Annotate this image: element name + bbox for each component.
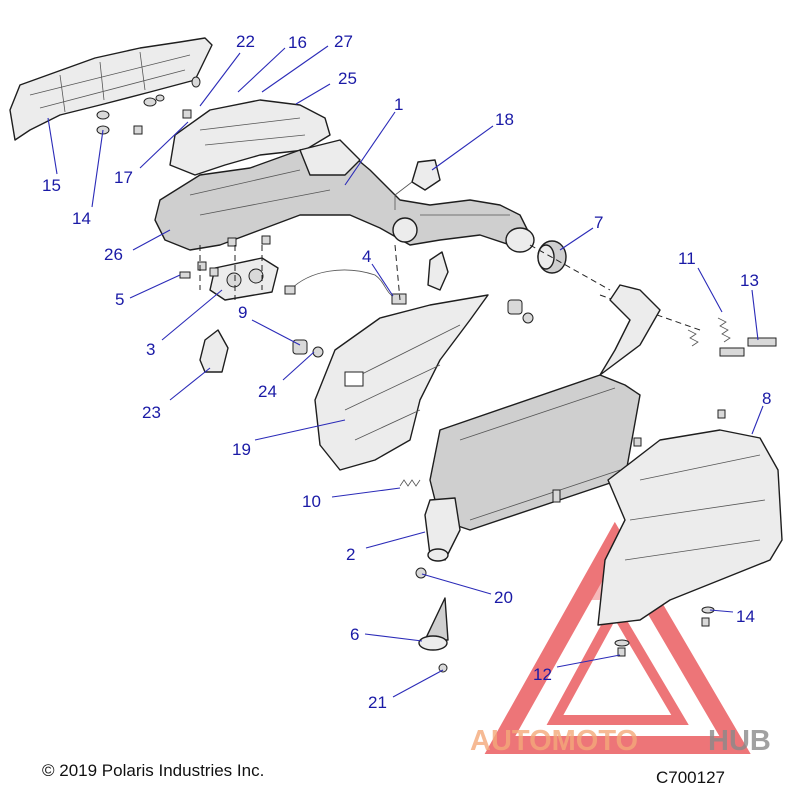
bolt-12 [614, 639, 630, 657]
callout-13: 13 [740, 271, 759, 290]
screw-21 [438, 663, 448, 673]
hardware-8 [552, 409, 726, 503]
callout-14-upper: 14 [72, 209, 91, 228]
callout-3: 3 [146, 340, 155, 359]
callout-6: 6 [350, 625, 359, 644]
clamp-upper [427, 251, 449, 291]
muffler-2 [424, 284, 661, 562]
callout-numbers: 22 16 27 25 1 18 15 17 14 26 7 11 13 4 5… [42, 32, 771, 712]
callout-17: 17 [114, 168, 133, 187]
studs-5 [133, 109, 271, 279]
callout-12: 12 [533, 665, 552, 684]
callout-9: 9 [238, 303, 247, 322]
oxygen-sensor-4 [284, 269, 407, 305]
exhaust-header-1 [154, 139, 535, 253]
washer-14b [701, 606, 715, 627]
gasket-3 [209, 257, 279, 301]
clamp-23 [199, 329, 229, 373]
callout-16: 16 [288, 33, 307, 52]
callout-7: 7 [594, 213, 603, 232]
heat-shield-19 [314, 294, 489, 471]
callout-4: 4 [362, 247, 371, 266]
callout-11: 11 [678, 249, 696, 268]
spring-10 [399, 479, 421, 487]
callout-10: 10 [302, 492, 321, 511]
spark-arrestor-6 [418, 597, 449, 651]
callout-8: 8 [762, 389, 771, 408]
watermark-text-automoto: AUTOMOTO [470, 725, 638, 757]
leader-lines [47, 45, 764, 698]
callout-14-lower: 14 [736, 607, 755, 626]
callout-5: 5 [115, 290, 124, 309]
heat-shield-8 [597, 429, 783, 626]
callout-23: 23 [142, 403, 161, 422]
callout-18: 18 [495, 110, 514, 129]
callout-22: 22 [236, 32, 255, 51]
callout-21: 21 [368, 693, 387, 712]
bracket-18 [394, 159, 441, 210]
callout-19: 19 [232, 440, 251, 459]
manifold-shield-25 [169, 99, 331, 176]
watermark-text-hub: HUB [708, 725, 771, 757]
bolts-13 [719, 337, 777, 357]
callout-1: 1 [394, 95, 403, 114]
callout-2: 2 [346, 545, 355, 564]
callout-24: 24 [258, 382, 277, 401]
hardware-washers-14 [96, 76, 201, 135]
watermark-wordmark: AUTOMOTO HUB [470, 725, 771, 757]
figure-code: C700127 [656, 768, 726, 787]
callout-26: 26 [104, 245, 123, 264]
callout-20: 20 [494, 588, 513, 607]
nut-20 [415, 567, 427, 579]
copyright-notice: © 2019 Polaris Industries Inc. [42, 761, 265, 780]
callout-25: 25 [338, 69, 357, 88]
callout-27: 27 [334, 32, 353, 51]
callout-15: 15 [42, 176, 61, 195]
heat-shield-15 [9, 37, 213, 141]
springs-11 [687, 317, 731, 347]
